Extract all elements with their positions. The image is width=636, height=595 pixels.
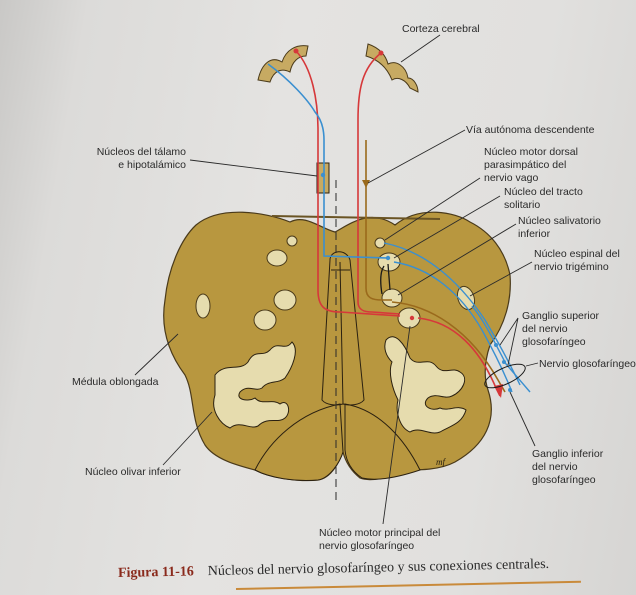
- leader-tracto-solitario: [393, 195, 501, 259]
- fourth-ventricle-floor: [271, 215, 441, 220]
- leader-nervio-glosofaringeo: [525, 362, 539, 367]
- dorsal-vagal-nucleus: [374, 237, 386, 249]
- sensory-afferent-1: [383, 242, 521, 386]
- inferior-salivatory-nucleus: [381, 288, 403, 308]
- label-via-autonoma: Vía autónoma descendente: [466, 124, 595, 136]
- pyramid-left: [254, 403, 344, 481]
- label-motor-principal: Núcleo motor principal del nervio glosof…: [319, 527, 441, 552]
- leader-ganglio-superior: [499, 317, 519, 366]
- leader-motor-dorsal: [384, 177, 481, 241]
- sensory-thalamic-path: [267, 63, 389, 259]
- label-nervio-glosofaringeo: Nervio glosofaríngeo: [539, 358, 636, 370]
- autonomic-efferent-fibers: [391, 301, 506, 393]
- sensory-afferent-2: [393, 261, 513, 393]
- nucleus-small-2: [266, 249, 288, 267]
- cortex-left-fragment: [257, 45, 309, 83]
- thalamus-nucleus-box: [316, 162, 330, 194]
- inferior-olive-left: [213, 341, 296, 429]
- label-ganglio-superior: Ganglio superior del nervio glosofarínge…: [522, 310, 600, 348]
- glossopharyngeal-nerve-ring: [484, 363, 526, 389]
- label-tracto-solitario: Núcleo del tracto solitario: [504, 186, 583, 211]
- leader-medula: [134, 333, 179, 376]
- leader-motor-principal: [382, 325, 411, 525]
- label-ganglio-inferior: Ganglio inferior del nervio glosofarínge…: [532, 448, 604, 486]
- leader-ganglio-inferior: [509, 391, 536, 447]
- nucleus-small-1: [286, 235, 298, 247]
- label-motor-dorsal: Núcleo motor dorsal parasimpático del ne…: [484, 146, 578, 184]
- sensory-afferent-3: [471, 305, 531, 393]
- leader-via-autonoma: [367, 129, 466, 184]
- medial-lemniscus: [321, 251, 365, 406]
- leader-olivar: [162, 411, 213, 466]
- artist-signature: mf: [436, 457, 446, 467]
- nucleus-small-4: [273, 289, 297, 311]
- leader-talamo: [189, 159, 318, 177]
- label-medula-oblongada: Médula oblongada: [72, 376, 159, 388]
- nucleus-small-5: [253, 309, 277, 331]
- label-corteza-cerebral: Corteza cerebral: [402, 23, 480, 35]
- spinal-trigeminal-nucleus: [456, 285, 476, 311]
- leader-corteza: [400, 34, 441, 63]
- label-nucleos-talamo: Núcleos del tálamo e hipotalámico: [96, 146, 186, 171]
- pyramid-right: [344, 403, 421, 480]
- nucleus-small-3: [195, 293, 211, 319]
- leader-trigemino: [469, 261, 533, 297]
- nucleus-ambiguus: [397, 307, 421, 329]
- label-salivatorio: Núcleo salivatorio inferior: [518, 215, 601, 240]
- figure-number: Figura 11-16: [117, 564, 194, 581]
- motor-efferent: [417, 317, 501, 397]
- label-olivar-inferior: Núcleo olivar inferior: [85, 466, 181, 478]
- label-espinal-trigemino: Núcleo espinal del nervio trigémino: [534, 248, 620, 273]
- corticobulbar-right: [357, 52, 401, 315]
- cortex-right-fragment: [365, 43, 419, 93]
- corticobulbar-left: [295, 50, 401, 317]
- autonomic-descending-path: [365, 140, 392, 301]
- leader-salivatorio: [397, 223, 517, 296]
